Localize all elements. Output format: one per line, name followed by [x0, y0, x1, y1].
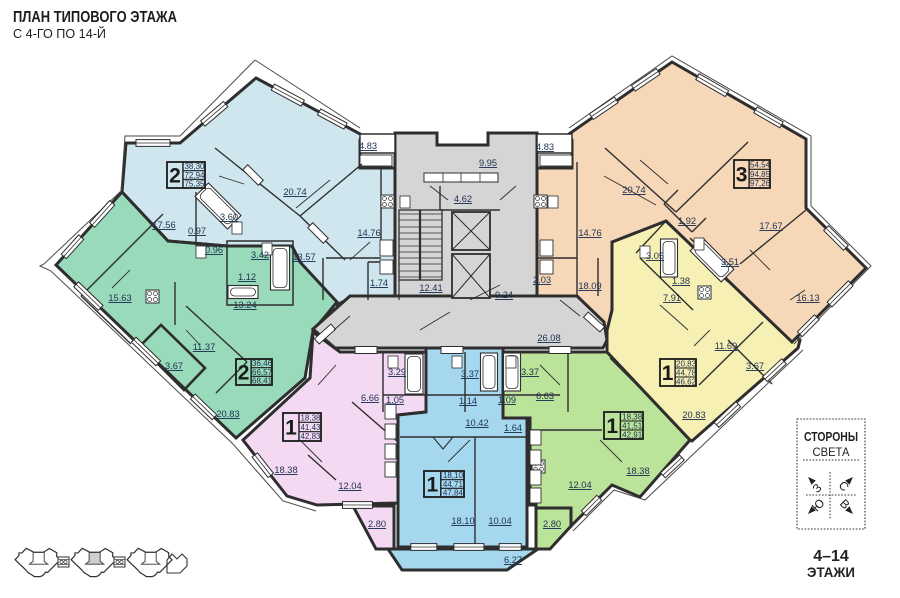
svg-text:9.24: 9.24 [495, 290, 513, 300]
svg-text:2: 2 [238, 362, 250, 385]
svg-text:4.62: 4.62 [454, 194, 472, 204]
svg-text:41,43: 41,43 [300, 423, 321, 432]
svg-text:0.96: 0.96 [205, 245, 223, 255]
svg-text:26.08: 26.08 [537, 333, 560, 343]
svg-text:2.80: 2.80 [368, 519, 386, 529]
svg-text:18.38: 18.38 [626, 466, 649, 476]
svg-text:1: 1 [285, 417, 297, 440]
svg-text:3.67: 3.67 [165, 361, 183, 371]
svg-text:42,91: 42,91 [622, 430, 643, 439]
svg-text:16.13: 16.13 [796, 293, 819, 303]
svg-text:20.74: 20.74 [622, 185, 645, 195]
svg-text:3.42: 3.42 [251, 250, 269, 260]
svg-text:44,71: 44,71 [443, 480, 464, 489]
svg-text:СВЕТА: СВЕТА [813, 445, 850, 459]
svg-text:1: 1 [427, 474, 439, 497]
svg-text:94,85: 94,85 [750, 170, 771, 179]
svg-text:44,78: 44,78 [676, 368, 697, 377]
svg-text:1.14: 1.14 [459, 396, 477, 406]
svg-text:42,83: 42,83 [300, 432, 321, 441]
svg-text:1: 1 [606, 415, 618, 438]
svg-text:46,62: 46,62 [676, 377, 697, 386]
svg-text:2.80: 2.80 [543, 519, 561, 529]
svg-text:15.63: 15.63 [108, 293, 131, 303]
svg-text:1.12: 1.12 [238, 272, 256, 282]
svg-text:1.05: 1.05 [386, 395, 404, 405]
svg-text:3.05: 3.05 [646, 251, 664, 261]
svg-text:4.83: 4.83 [359, 141, 377, 151]
svg-text:3: 3 [736, 164, 748, 187]
svg-text:18,38: 18,38 [622, 412, 643, 421]
svg-text:13.57: 13.57 [292, 252, 315, 262]
svg-text:20.83: 20.83 [216, 409, 239, 419]
svg-text:ПЛАН ТИПОВОГО ЭТАЖА: ПЛАН ТИПОВОГО ЭТАЖА [13, 9, 177, 26]
svg-text:68,41: 68,41 [252, 377, 273, 386]
svg-text:18,10: 18,10 [443, 471, 464, 480]
svg-text:38,30: 38,30 [184, 162, 205, 171]
svg-text:41,51: 41,51 [622, 421, 643, 430]
svg-text:СТОРОНЫ: СТОРОНЫ [804, 429, 858, 444]
svg-text:12.04: 12.04 [338, 481, 361, 491]
svg-text:18.09: 18.09 [578, 281, 601, 291]
svg-text:6.27: 6.27 [504, 555, 522, 565]
svg-text:97,26: 97,26 [750, 179, 771, 188]
svg-text:3.51: 3.51 [721, 257, 739, 267]
svg-text:66,57: 66,57 [252, 368, 273, 377]
svg-text:17.67: 17.67 [759, 221, 782, 231]
svg-text:20.83: 20.83 [682, 410, 705, 420]
svg-text:75,35: 75,35 [184, 180, 205, 189]
svg-text:20,83: 20,83 [676, 359, 697, 368]
svg-text:10.42: 10.42 [465, 418, 488, 428]
svg-text:2.03: 2.03 [533, 275, 551, 285]
svg-text:0.97: 0.97 [188, 226, 206, 236]
svg-text:3.37: 3.37 [521, 367, 539, 377]
svg-text:72,94: 72,94 [184, 171, 205, 180]
svg-text:3.60: 3.60 [220, 212, 238, 222]
svg-text:18.10: 18.10 [451, 516, 474, 526]
svg-text:11.69: 11.69 [715, 341, 738, 351]
svg-text:3.29: 3.29 [388, 367, 406, 377]
svg-text:2: 2 [169, 165, 181, 188]
svg-text:7.91: 7.91 [663, 293, 681, 303]
svg-text:20.74: 20.74 [283, 187, 306, 197]
svg-text:6.63: 6.63 [536, 391, 554, 401]
svg-text:12.41: 12.41 [419, 283, 442, 293]
svg-text:18.38: 18.38 [274, 465, 297, 475]
svg-text:14.76: 14.76 [578, 228, 601, 238]
svg-text:17.56: 17.56 [152, 220, 175, 230]
svg-text:11.37: 11.37 [193, 342, 216, 352]
svg-text:3.37: 3.37 [461, 369, 479, 379]
svg-text:47,84: 47,84 [443, 489, 464, 498]
svg-text:1.74: 1.74 [370, 278, 388, 288]
svg-text:18,38: 18,38 [300, 414, 321, 423]
svg-text:1.64: 1.64 [504, 423, 522, 433]
svg-text:9.95: 9.95 [479, 158, 497, 168]
svg-text:36,46: 36,46 [252, 359, 273, 368]
svg-text:6.66: 6.66 [361, 393, 379, 403]
svg-text:4.83: 4.83 [536, 142, 554, 152]
svg-text:1: 1 [662, 362, 674, 385]
svg-text:54,54: 54,54 [750, 161, 771, 170]
svg-text:1.38: 1.38 [672, 276, 690, 286]
svg-text:14.76: 14.76 [357, 228, 380, 238]
svg-text:4–14: 4–14 [813, 548, 849, 565]
svg-text:1.09: 1.09 [498, 395, 516, 405]
svg-text:С 4-ГО ПО 14-Й: С 4-ГО ПО 14-Й [13, 26, 106, 41]
svg-text:13.24: 13.24 [233, 300, 256, 310]
svg-text:10.04: 10.04 [488, 516, 511, 526]
svg-text:12.04: 12.04 [568, 480, 591, 490]
svg-text:ЭТАЖИ: ЭТАЖИ [807, 564, 855, 580]
svg-text:3.67: 3.67 [746, 361, 764, 371]
svg-text:1.92: 1.92 [678, 216, 696, 226]
